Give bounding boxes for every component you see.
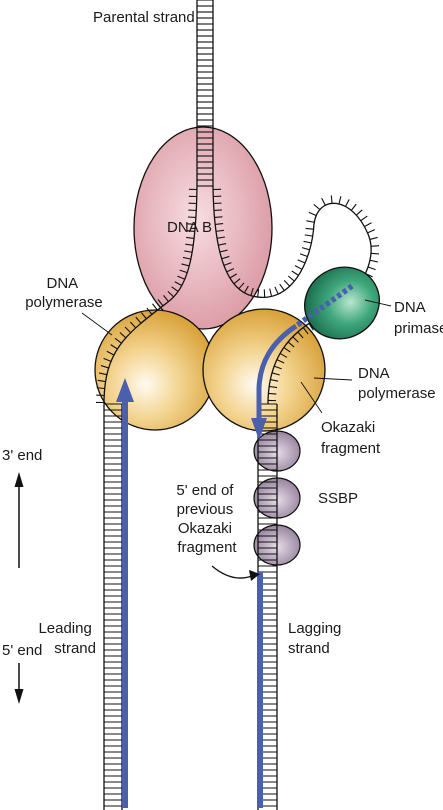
leader-okazaki [300, 381, 323, 414]
parental-duplex [196, 0, 214, 187]
label-dna-primase: DNA primase [394, 299, 443, 337]
dna-b-helicase [133, 126, 273, 330]
dna-polymerase-left [94, 309, 216, 431]
previous-okazaki-pointer [211, 565, 253, 579]
leader-polymerase-left [81, 312, 113, 336]
rna-primer [294, 283, 354, 329]
label-dna-polymerase-left: DNA polymerase [25, 275, 103, 311]
label-lagging-strand: Lagging strand [288, 620, 346, 657]
leading-strand-arrowhead [116, 378, 134, 402]
leader-polymerase-right [313, 377, 353, 381]
five-prime-arrow-head [14, 689, 24, 704]
label-parental-strand: Parental strand [93, 9, 195, 26]
label-okazaki-fragment: Okazaki fragment [321, 419, 381, 457]
leading-template-strand [96, 185, 198, 405]
leading-duplex [103, 403, 123, 810]
three-prime-arrow-head [14, 472, 24, 487]
label-leading-strand: Leading strand [38, 620, 96, 657]
label-previous-okazaki: 5' end of previous Okazaki fragment [176, 482, 237, 556]
label-three-prime-end: 3' end [2, 447, 42, 464]
okazaki-fragment-strand [256, 323, 298, 420]
new-strands [116, 283, 354, 808]
leader-primase [364, 299, 392, 307]
okazaki-fragment-arrowhead [251, 418, 267, 440]
label-dna-b: DNA B [167, 219, 212, 236]
label-dna-polymerase-right: DNA polymerase [358, 365, 436, 402]
label-ssbp: SSBP [318, 490, 358, 507]
dna-primase [304, 266, 380, 340]
label-five-prime-end: 5' end [2, 642, 42, 659]
previous-okazaki-pointer-head [249, 570, 260, 581]
